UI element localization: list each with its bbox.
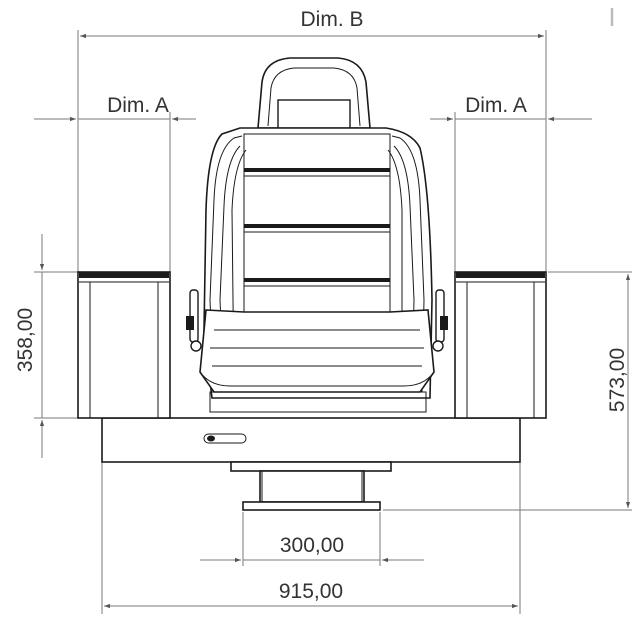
dim-a-left-annotation: Dim. A [34,94,196,272]
pedestal-foot [242,501,381,511]
armrest-right [454,271,547,419]
dim-a-left-label: Dim. A [107,94,169,117]
height-total-label: 573,00 [606,348,629,412]
seat-cushion [199,309,435,413]
dim-a-right-label: Dim. A [465,94,527,117]
armrest-left [77,271,171,419]
dim-b-annotation: Dim. B [77,8,547,272]
dim-b-label: Dim. B [301,8,364,31]
width-pedestal-label: 300,00 [280,534,344,557]
base-plate-slot-hole [207,435,215,442]
side-lever-left [186,289,202,352]
headrest [257,57,371,129]
width-base-label: 915,00 [279,580,343,603]
pedestal-collar [230,461,392,472]
height-armrest-annotation: 358,00 [14,234,80,458]
pedestal-column [259,470,365,503]
width-base-annotation: 915,00 [101,460,521,614]
side-lever-right [432,289,448,352]
width-pedestal-annotation: 300,00 [200,512,424,566]
height-total-annotation: 573,00 [383,271,632,511]
base-plate-slot [203,433,247,444]
corner-mark: I [608,2,615,32]
dim-a-right-annotation: Dim. A [430,94,592,272]
height-armrest-label: 358,00 [14,308,37,372]
seat-assembly [77,57,547,511]
base-plate [101,417,521,463]
